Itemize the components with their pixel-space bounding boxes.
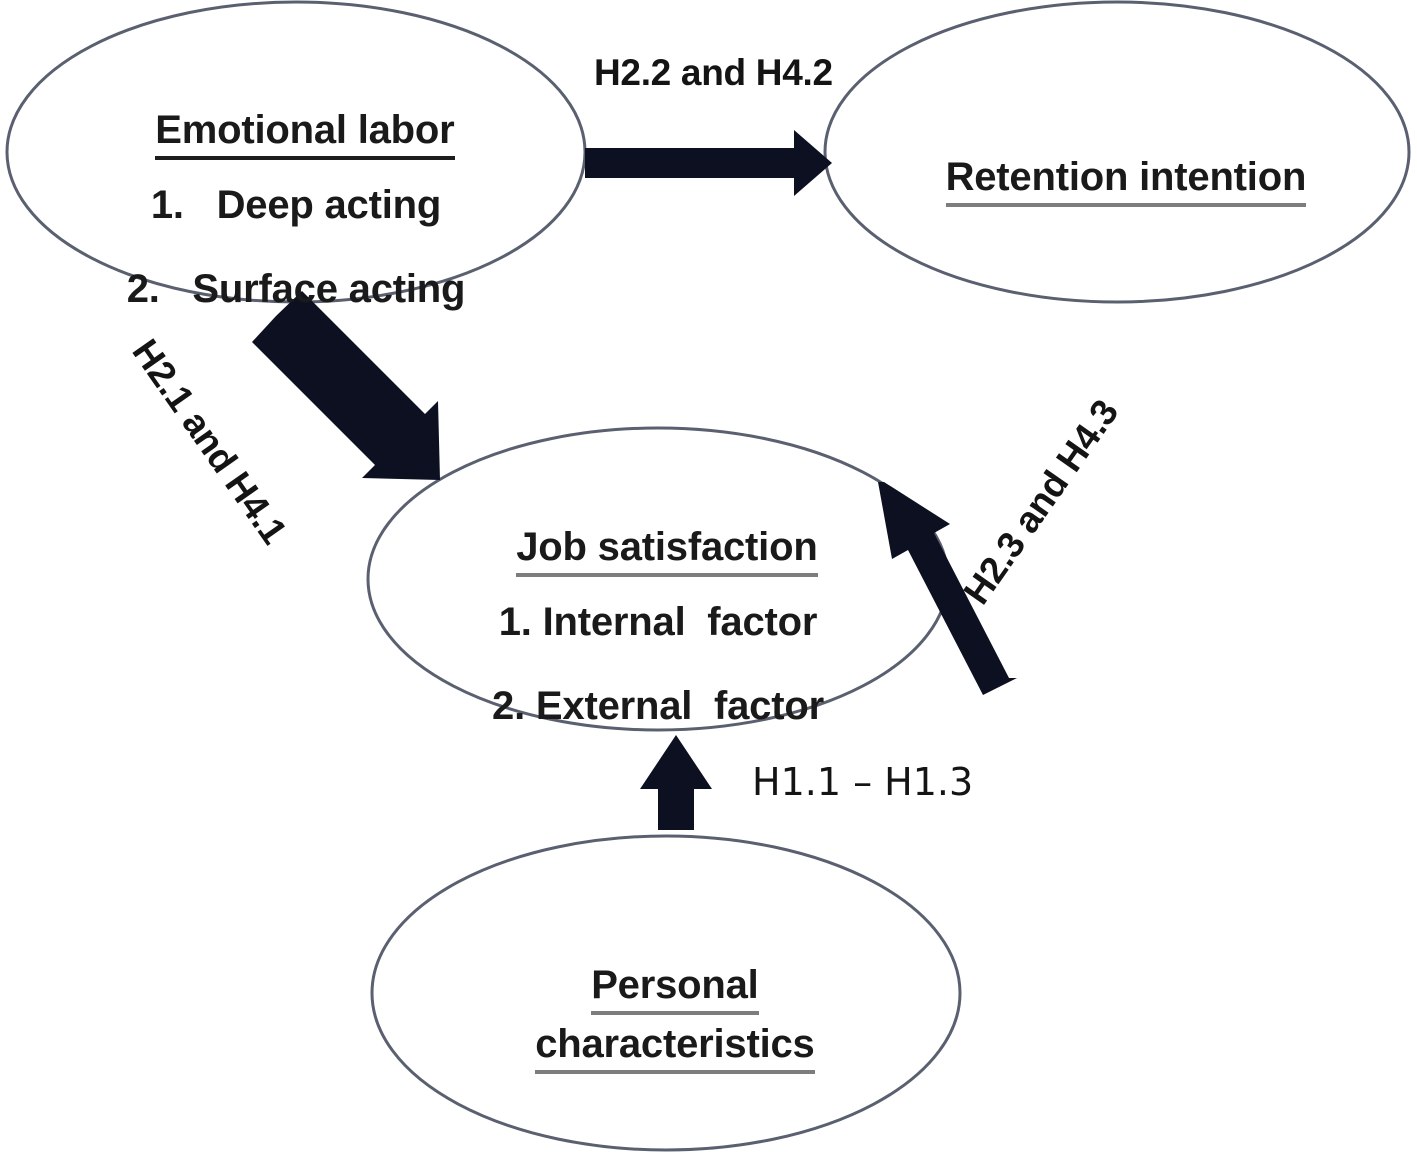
edge-label-h11-h13: H1.1 – H1.3 [752,760,974,804]
node-label-personal-characteristics: Personal characteristics [416,943,916,1097]
arrow-satisfaction-to-retention[interactable] [878,482,1017,695]
node-title-job-satisfaction: Job satisfaction [516,524,818,577]
edge-label-h22-h42: H2.2 and H4.2 [594,52,833,93]
node-item-surface-acting: 2. Surface acting [126,266,466,311]
node-label-retention-intention: Retention intention [867,135,1367,229]
arrow-labor-to-retention[interactable] [585,130,832,196]
node-label-emotional-labor: Emotional labor 1. Deep acting 2. Surfac… [46,88,546,349]
node-title-emotional-labor: Emotional labor [155,107,455,160]
node-item-internal-factor: 1. Internal factor [498,600,818,645]
node-item-external-factor: 2. External factor [492,683,824,728]
arrow-labor-to-satisfaction[interactable] [252,291,440,480]
node-item-deep-acting: 1. Deep acting [150,183,442,228]
node-label-job-satisfaction: Job satisfaction 1. Internal factor 2. E… [408,505,908,766]
node-title-retention-intention: Retention intention [945,154,1306,207]
arrow-characteristics-to-satisfaction[interactable] [640,735,712,830]
node-ellipse-retention-intention[interactable] [823,0,1411,304]
node-title-personal-line1: Personal [591,962,759,1015]
node-title-personal-line2: characteristics [535,1021,815,1075]
